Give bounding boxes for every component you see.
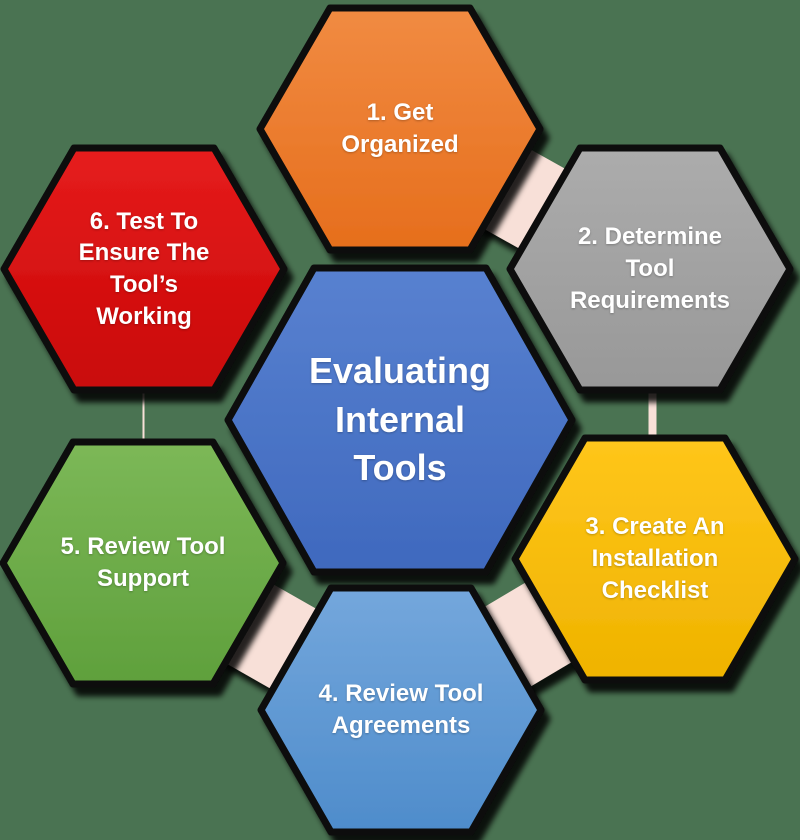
hexagon-step-1: [256, 4, 544, 254]
hexagon-step-6: [0, 144, 288, 394]
hexagon-step-5: [0, 438, 287, 688]
hexagon-step-4: [257, 584, 545, 836]
hexagon-center: [224, 264, 576, 576]
hexagon-step-3: [511, 434, 799, 684]
hexagon-step-2: [506, 144, 794, 394]
